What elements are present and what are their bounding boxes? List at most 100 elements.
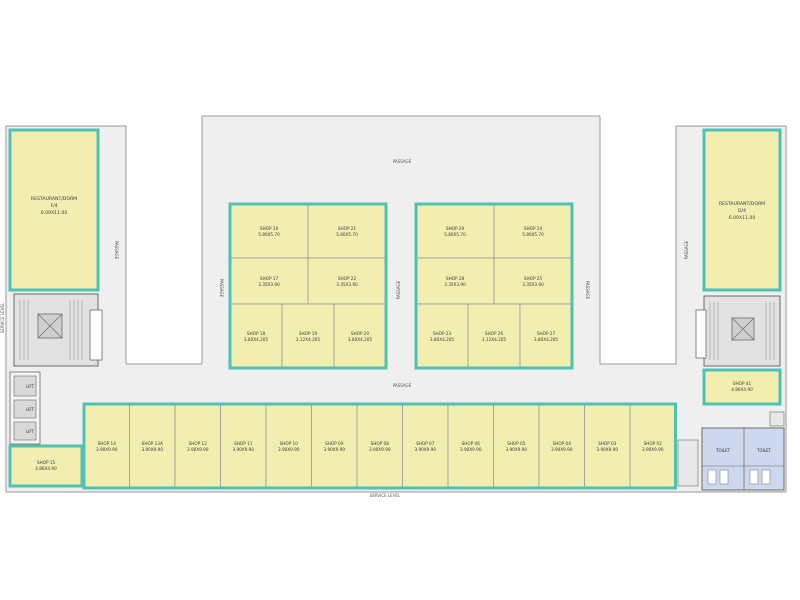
shop-unit-area: [83, 403, 130, 489]
shop-unit-dim: 3.90X9.90: [96, 447, 118, 452]
shop-41-name: SHOP 41: [733, 381, 752, 386]
top-right-strip: [676, 116, 800, 126]
shop-unit-area: [229, 303, 283, 369]
shop-unit: SHOP 193.12X4.205: [281, 303, 335, 369]
lift-bank-left: LIFT LIFT LIFT: [9, 371, 41, 445]
corridor-bottom-label: SERVICE LEVEL: [370, 493, 401, 498]
shop-unit-name: SHOP 07: [416, 441, 435, 446]
shop-unit: SHOP 073.90X9.90: [402, 403, 449, 489]
shop-unit-dim: 3.90X9.90: [141, 447, 163, 452]
shop-unit-area: [493, 203, 573, 259]
shop-unit: SHOP 263.12X4.205: [467, 303, 521, 369]
shop-unit-name: SHOP 23: [433, 331, 452, 336]
shop-unit: SHOP 245.80X5.70: [493, 203, 573, 259]
shop-unit-dim: 3.90X9.90: [369, 447, 391, 452]
shop-unit: SHOP 113.90X9.90: [220, 403, 267, 489]
shop-unit-name: SHOP 02: [644, 441, 663, 446]
shop-unit-name: SHOP 25: [524, 276, 543, 281]
shop-unit-name: SHOP 09: [325, 441, 344, 446]
shop-unit-dim: 3.90X9.90: [505, 447, 527, 452]
shop-unit-dim: 3.90X9.90: [278, 447, 300, 452]
shop-unit-name: SHOP 10: [280, 441, 299, 446]
shop-unit-name: SHOP 12: [189, 441, 208, 446]
shop-unit-name: SHOP 06: [462, 441, 481, 446]
lift-car-2: [13, 399, 37, 419]
shop-unit: SHOP 183.80X4.205: [229, 303, 283, 369]
shop-unit-name: SHOP 13A: [142, 441, 163, 446]
shop-unit-area: [229, 203, 309, 259]
shop-unit-area: [402, 403, 449, 489]
corridor-left-label: PASSAGE: [114, 241, 119, 260]
corridor-labels: PASSAGE PASSAGE SERVICE LEVEL PASSAGE PA…: [0, 159, 689, 498]
shop-unit-name: SHOP 08: [371, 441, 390, 446]
shop-unit-area: [229, 257, 309, 305]
toilet-label-1: TOILET: [715, 448, 731, 453]
shop-unit: SHOP 023.90X9.90: [629, 403, 676, 489]
lift-label-1: LIFT: [26, 384, 35, 389]
shop-unit-area: [220, 403, 267, 489]
shop-unit: SHOP 233.80X4.205: [415, 303, 469, 369]
shop-unit-dim: 3.90X9.90: [642, 447, 664, 452]
shop-unit: SHOP 215.80X5.70: [307, 203, 387, 259]
shop-unit: SHOP 295.80X5.70: [415, 203, 495, 259]
shop-unit-area: [584, 403, 631, 489]
shop-unit-area: [174, 403, 221, 489]
outer-walls: [5, 115, 787, 493]
shop-unit-dim: 5.80X5.70: [444, 232, 466, 237]
shop-unit-dim: 5.80X5.70: [336, 232, 358, 237]
shop-unit-name: SHOP 27: [537, 331, 556, 336]
toilet-label-2: TOILET: [756, 448, 772, 453]
shop-unit: SHOP 093.90X9.90: [311, 403, 358, 489]
shop-unit: SHOP 273.80X4.205: [519, 303, 573, 369]
shop-unit-area: [538, 403, 585, 489]
shop-15: SHOP 15 4.86X4.90: [8, 444, 84, 488]
shop-unit-area: [493, 257, 573, 305]
shop-unit-dim: 5.80X5.70: [522, 232, 544, 237]
island-border: [228, 202, 388, 370]
shop-15-name: SHOP 15: [37, 460, 56, 465]
shop-unit: SHOP 283.35X3.90: [415, 257, 495, 305]
shop-unit-name: SHOP 26: [485, 331, 504, 336]
shop-unit-name: SHOP 22: [338, 276, 357, 281]
shop-unit: SHOP 083.90X9.90: [356, 403, 403, 489]
shop-unit-area: [415, 303, 469, 369]
shop-unit-name: SHOP 17: [260, 276, 279, 281]
void-right: [600, 116, 676, 364]
shop-unit-area: [311, 403, 358, 489]
shop-unit-name: SHOP 29: [446, 226, 465, 231]
shop-unit-dim: 3.90X9.90: [460, 447, 482, 452]
shop-unit: SHOP 223.35X3.90: [307, 257, 387, 305]
shop-unit-name: SHOP 11: [234, 441, 253, 446]
shop-41-dim: 4.86X4.90: [731, 387, 753, 392]
shop-unit-area: [467, 303, 521, 369]
shop-unit-name: SHOP 05: [507, 441, 526, 446]
shop-unit-area: [356, 403, 403, 489]
shop-unit-name: SHOP 16: [260, 226, 279, 231]
corridor-right-label: PASSAGE: [684, 240, 689, 259]
lift-label-3: LIFT: [26, 429, 35, 434]
shop-unit-area: [519, 303, 573, 369]
shop-unit-name: SHOP 04: [553, 441, 572, 446]
shop-unit-dim: 5.80X5.70: [258, 232, 280, 237]
shop-unit-name: SHOP 21: [338, 226, 357, 231]
island-right-side-label: PASSAGE: [585, 281, 590, 300]
shop-unit-dim: 3.35X3.90: [522, 282, 544, 287]
toilet-block: TOILET TOILET: [677, 411, 785, 491]
shop-unit-name: SHOP 20: [351, 331, 370, 336]
shop-unit-dim: 3.12X4.205: [296, 337, 321, 342]
shop-unit-area: [493, 403, 540, 489]
shop-unit-dim: 3.12X4.205: [482, 337, 507, 342]
duct-box: [677, 439, 699, 487]
shop-unit-dim: 3.35X3.90: [444, 282, 466, 287]
restaurant-right: RESTAURANT/DORM D/4 6.09X11.00: [702, 128, 782, 292]
shop-unit-area: [415, 257, 495, 305]
lift-car-1: [13, 375, 37, 397]
shop-unit-dim: 3.35X3.90: [258, 282, 280, 287]
shop-unit-area: [307, 257, 387, 305]
shop-unit-area: [447, 403, 494, 489]
top-left-strip: [0, 116, 126, 126]
